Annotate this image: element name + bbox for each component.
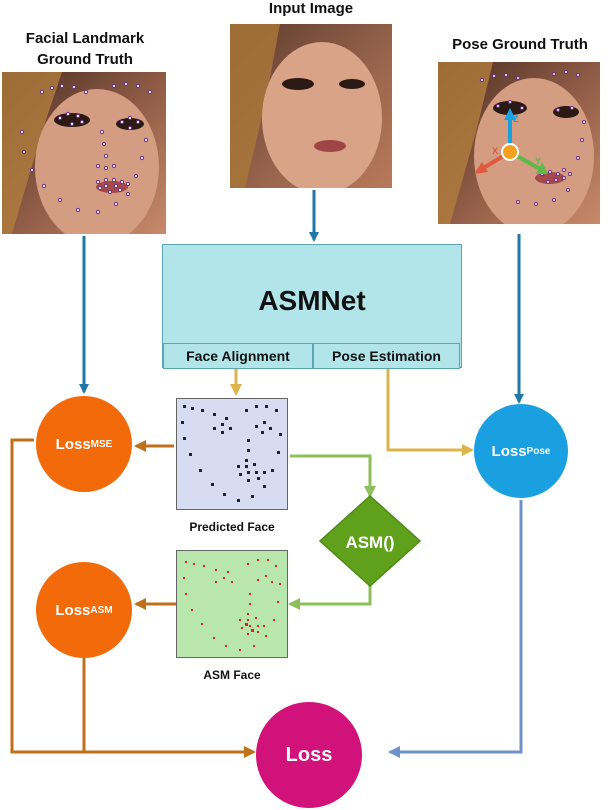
loss-pose-sub: Pose	[526, 445, 551, 457]
loss-asm-base: Loss	[55, 601, 91, 619]
predicted-face-box	[176, 398, 288, 510]
predicted-face-label: Predicted Face	[189, 520, 275, 534]
loss-asm-sub: ASM	[90, 604, 113, 616]
asm-function-label: ASM()	[345, 533, 394, 552]
face-photo-input	[230, 24, 392, 188]
axis-x-label: X	[492, 146, 498, 156]
pose-gt-photo: X Z Y	[438, 62, 600, 224]
face-photo-pose: X Z Y	[438, 62, 600, 224]
asm-function-diamond	[318, 494, 422, 588]
axis-y-label: Y	[535, 156, 541, 166]
face-photo-landmarks	[2, 72, 166, 234]
loss-pose-base: Loss	[491, 442, 527, 460]
landmark-gt-label-line1: Facial Landmark	[25, 30, 145, 47]
landmark-gt-label-line2: Ground Truth	[37, 51, 133, 68]
arrow-mse-to-loss	[10, 438, 256, 758]
pose-origin	[501, 143, 519, 161]
pose-estimation-box: Pose Estimation	[313, 343, 460, 369]
arrow-pose-to-losspose-yellow	[386, 368, 474, 456]
face-alignment-box: Face Alignment	[163, 343, 313, 369]
input-image-label: Input Image	[268, 0, 354, 17]
axis-z-label: Z	[513, 114, 519, 124]
asm-face-label: ASM Face	[203, 668, 261, 682]
loss-total-node: Loss	[256, 702, 362, 808]
asmnet-title: ASMNet	[258, 285, 366, 316]
landmark-gt-photo	[2, 72, 166, 234]
asm-face-box	[176, 550, 288, 658]
pose-gt-label: Pose Ground Truth	[452, 36, 588, 53]
asm-landmarks	[183, 559, 281, 651]
arrow-predicted-to-asm	[290, 454, 376, 498]
loss-total-label: Loss	[285, 743, 333, 766]
loss-mse-sub: MSE	[90, 438, 113, 450]
input-image-photo	[230, 24, 392, 188]
arrow-asm-to-asmface	[288, 584, 372, 610]
asmnet-block: ASMNet Face Alignment Pose Estimation	[162, 244, 462, 369]
predicted-landmarks	[181, 405, 282, 502]
arrow-losspose-to-loss	[388, 500, 523, 758]
loss-mse-base: Loss	[55, 435, 91, 453]
